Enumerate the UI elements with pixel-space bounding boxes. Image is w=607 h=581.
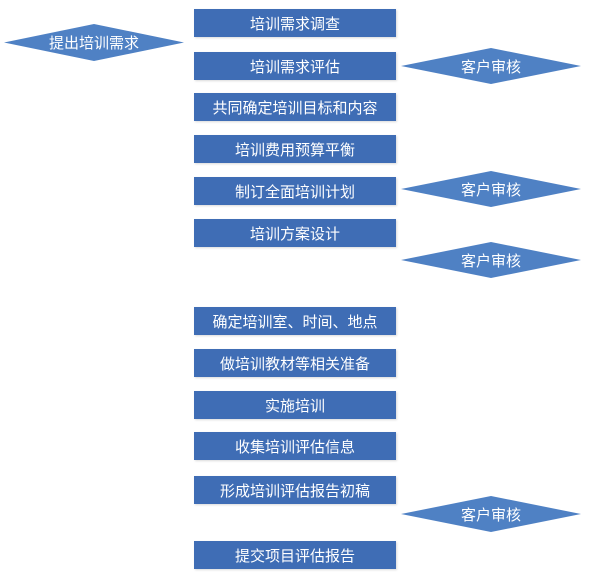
start-diamond: 提出培训需求 [4, 24, 184, 61]
review-label: 客户审核 [460, 251, 521, 270]
step-draft-report: 形成培训评估报告初稿 [194, 476, 396, 504]
step-program-design: 培训方案设计 [194, 219, 396, 247]
step-venue-time: 确定培训室、时间、地点 [194, 307, 396, 335]
start-label: 提出培训需求 [48, 34, 139, 52]
step-plan: 制订全面培训计划 [194, 177, 396, 205]
review-diamond-shape [401, 496, 581, 532]
step-budget: 培训费用预算平衡 [194, 135, 396, 163]
step-goals: 共同确定培训目标和内容 [194, 93, 396, 121]
review-diamond-shape [401, 171, 581, 207]
review-label: 客户审核 [460, 57, 521, 76]
review-label: 客户审核 [460, 505, 521, 524]
review-diamond-shape [401, 48, 581, 84]
review-diamond-1: 客户审核 [401, 48, 581, 84]
review-diamond-2: 客户审核 [401, 171, 581, 207]
step-assessment: 培训需求评估 [194, 52, 396, 80]
review-diamond-shape [401, 242, 581, 278]
review-label: 客户审核 [460, 180, 521, 199]
step-materials: 做培训教材等相关准备 [194, 349, 396, 377]
step-implementation: 实施培训 [194, 391, 396, 419]
step-submit-report: 提交项目评估报告 [194, 541, 396, 569]
review-diamond-4: 客户审核 [401, 496, 581, 532]
start-diamond-shape [4, 24, 184, 61]
review-diamond-3: 客户审核 [401, 242, 581, 278]
step-survey: 培训需求调查 [194, 9, 396, 37]
step-collect-feedback: 收集培训评估信息 [194, 432, 396, 460]
